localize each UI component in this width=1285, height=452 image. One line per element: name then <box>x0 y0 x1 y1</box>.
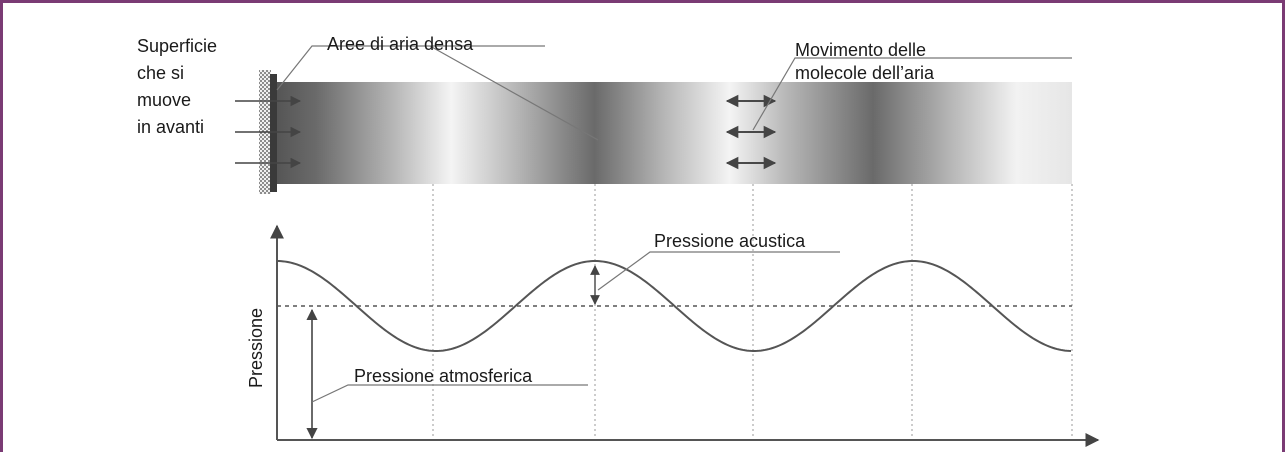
leader-molecules <box>752 57 1072 131</box>
leader-atmospheric <box>311 384 588 403</box>
pressure-wave <box>276 259 1072 352</box>
leader-lines <box>276 45 1072 403</box>
leader-dense-air <box>429 45 599 141</box>
molecule-label-line-2: molecole dell’aria <box>795 63 935 83</box>
surface-label-line-2: che si <box>137 63 184 83</box>
vertical-guides <box>432 184 1073 440</box>
surface-label-line-1: Superficie <box>137 36 217 56</box>
molecule-label-line-1: Movimento delle <box>795 40 926 60</box>
dense-air-label: Aree di aria densa <box>327 34 474 54</box>
acoustic-pressure-label: Pressione acustica <box>654 231 806 251</box>
moving-surface <box>270 74 277 192</box>
leader-surface <box>276 45 545 91</box>
atmospheric-pressure-label: Pressione atmosferica <box>354 366 533 386</box>
molecule-arrows <box>725 94 777 170</box>
leader-acoustic <box>597 251 840 291</box>
air-density-band <box>276 82 1072 184</box>
surface-motion-arrows <box>235 95 302 169</box>
y-axis-label: Pressione <box>246 308 266 388</box>
surface-label-line-4: in avanti <box>137 117 204 137</box>
surface-label-line-3: muove <box>137 90 191 110</box>
